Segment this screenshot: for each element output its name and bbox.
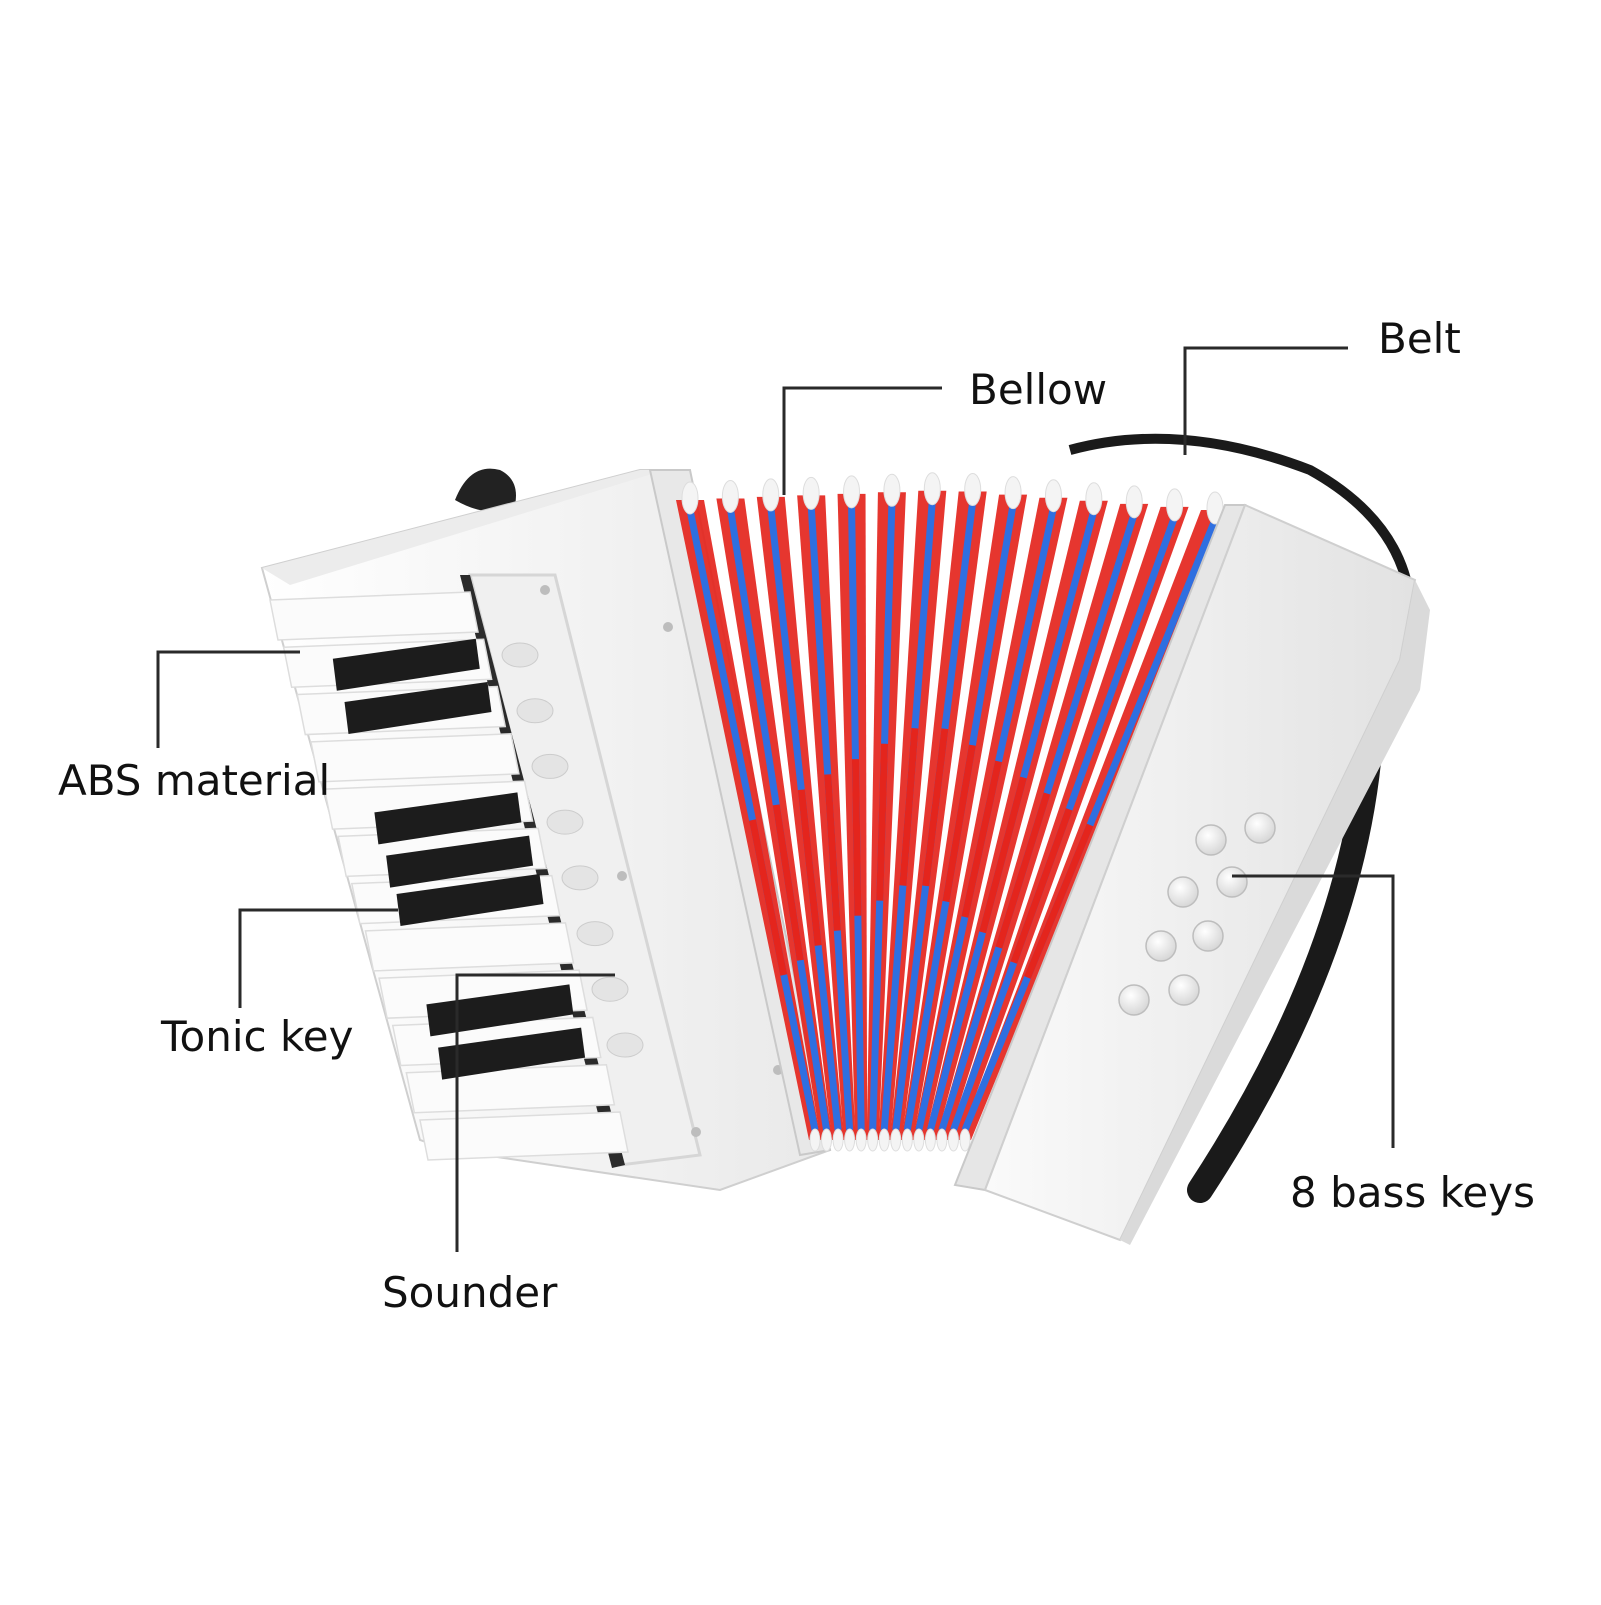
leader-line-abs (156, 650, 300, 748)
bellow-tip (1125, 485, 1143, 519)
bellow-ridge-accent (797, 789, 822, 946)
bellow-ridge-accent (942, 744, 976, 903)
bellow-tip (809, 1128, 821, 1152)
grille-bump (576, 921, 614, 947)
bellow-tip (762, 478, 780, 512)
leader-line-bass (1232, 874, 1395, 1148)
bellow-ridge-accent (995, 792, 1051, 949)
label-sounder: Sounder (382, 1268, 558, 1317)
sounder-grille (501, 642, 644, 1058)
bellow-tip (721, 479, 739, 513)
bellow-ridge-accent (1010, 808, 1073, 964)
screw (691, 1127, 701, 1137)
belt-strap (1068, 433, 1415, 601)
label-abs-material: ABS material (58, 756, 331, 805)
white-key (364, 922, 575, 972)
keyboard-body (260, 469, 832, 1192)
bellow-ridge-accent (979, 776, 1027, 934)
label-tonic-key: Tonic key (161, 1012, 354, 1061)
bellow (676, 472, 1229, 1152)
bellow-tip (802, 476, 820, 510)
leader-lines (156, 346, 1395, 1252)
bellow-ridge-accent (899, 727, 919, 886)
white-key (419, 1111, 629, 1161)
keyboard-top-edge (262, 470, 665, 585)
bellow-ridge-accent (851, 759, 862, 916)
bass-key-button (1216, 866, 1248, 898)
bellow-ridge-accent (961, 760, 1003, 918)
bellow-tip (924, 1128, 936, 1152)
bellow-tip (832, 1128, 844, 1152)
bass-key-button (1145, 930, 1177, 962)
white-key (310, 733, 520, 783)
bellow-tip (1166, 488, 1184, 522)
black-key (374, 792, 522, 845)
grille-bump (516, 698, 554, 724)
white-key (269, 591, 479, 641)
bellow-tip (947, 1128, 959, 1152)
screw (540, 585, 550, 595)
black-key (396, 874, 544, 926)
bellow-tip (843, 475, 861, 509)
bellow-ridge-accent (1024, 823, 1094, 979)
bellow-tip (821, 1128, 833, 1152)
bellow-tip (883, 473, 901, 507)
bellow-tip (890, 1128, 902, 1152)
grille-bump (501, 642, 539, 668)
bass-body-side (1120, 580, 1430, 1245)
label-8-bass-keys: 8 bass keys (1290, 1168, 1535, 1217)
black-key (386, 835, 534, 888)
grille-bump (546, 809, 584, 835)
bellow-ridge-accent (772, 804, 804, 961)
bellow-tip (867, 1128, 879, 1152)
bellow-tip (855, 1128, 867, 1152)
bass-key-button (1167, 876, 1199, 908)
bellow-tip (878, 1128, 890, 1152)
bass-key-button (1244, 812, 1276, 844)
screw (617, 871, 627, 881)
bellow-tip (1004, 476, 1022, 510)
left-strap-knob (455, 468, 516, 512)
bellow-ridge-accent (922, 728, 949, 887)
bass-key-button (1168, 974, 1200, 1006)
bellow-tip (844, 1128, 856, 1152)
leader-line-bellow (782, 386, 942, 495)
bellow-tip (681, 481, 699, 515)
grille-bump (561, 865, 599, 891)
bass-key-button (1192, 920, 1224, 952)
bellow-tip (959, 1128, 971, 1152)
black-key (426, 984, 574, 1037)
grille-bump (606, 1032, 644, 1058)
black-keys (332, 638, 586, 1080)
grille-bump (531, 753, 569, 779)
leader-line-sounder (455, 973, 615, 1252)
white-key (405, 1063, 616, 1114)
bellow-tip (964, 473, 982, 507)
bellow-tip (913, 1128, 925, 1152)
bellow-tip (1044, 479, 1062, 513)
leader-line-tonic (238, 908, 398, 1008)
screw (663, 622, 673, 632)
grille-bump (591, 976, 629, 1002)
bellow-ridge-accent (876, 743, 889, 901)
bellow-tip (1085, 482, 1103, 516)
leader-line-belt (1183, 346, 1348, 455)
black-key (344, 682, 492, 734)
bellow-tip (936, 1128, 948, 1152)
label-belt: Belt (1378, 314, 1461, 363)
bass-key-button (1118, 984, 1150, 1016)
bellow-ridge-accent (749, 819, 788, 976)
bellow-tip (923, 472, 941, 506)
bass-key-button (1195, 824, 1227, 856)
bellow-ridge-accent (824, 774, 841, 931)
black-key (438, 1027, 586, 1080)
black-key (332, 638, 480, 691)
label-bellow: Bellow (969, 365, 1108, 414)
bellow-tip (901, 1128, 913, 1152)
